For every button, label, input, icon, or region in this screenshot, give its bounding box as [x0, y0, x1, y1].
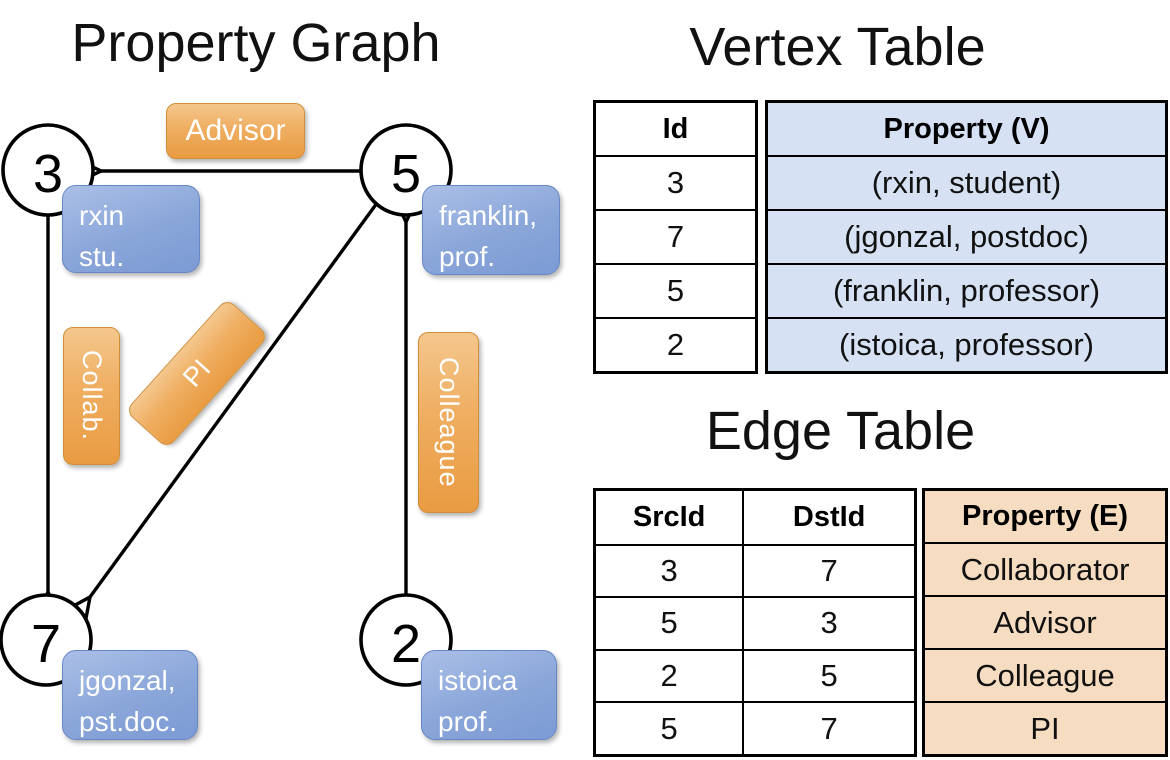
edge-label-pi-text: PI: [176, 353, 217, 393]
table-cell: 2: [596, 317, 755, 371]
vertex-table-title: Vertex Table: [689, 17, 986, 77]
vertex-table-header-property: Property (V): [883, 112, 1050, 145]
property-graph-title: Property Graph: [71, 13, 441, 73]
edge-5-to-7: [90, 201, 379, 597]
table-cell: (rxin, student): [768, 155, 1165, 209]
vertex-table-property-column: Property (V) (rxin, student) (jgonzal, p…: [765, 100, 1168, 374]
edge-table-header-dstid: DstId: [742, 491, 914, 544]
vertex-property-7-line1: jgonzal,: [79, 665, 176, 696]
table-cell: Colleague: [925, 648, 1165, 701]
edge-table-header-property: Property (E): [962, 500, 1128, 532]
vertex-table-header-id: Id: [662, 112, 689, 145]
table-cell: Advisor: [925, 595, 1165, 648]
table-cell: 3: [742, 596, 914, 649]
table-cell: 7: [596, 209, 755, 263]
table-cell: 5: [596, 596, 743, 649]
vertex-table-id-column: Id 3 7 5 2: [593, 100, 758, 374]
edge-label-colleague: Colleague: [418, 332, 479, 513]
edge-label-collab-text: Collab.: [77, 350, 107, 442]
edge-label-advisor: Advisor: [166, 103, 305, 159]
vertex-property-box-3: rxin stu.: [62, 185, 200, 273]
table-cell: PI: [925, 701, 1165, 754]
edge-table-title: Edge Table: [705, 401, 976, 461]
table-cell: Collaborator: [925, 542, 1165, 595]
vertex-property-2-line2: prof.: [438, 705, 495, 737]
edge-label-collab: Collab.: [63, 327, 120, 465]
node-label-2: 2: [390, 614, 422, 674]
vertex-property-box-5: franklin, prof.: [422, 185, 560, 275]
edge-label-colleague-text: Colleague: [434, 357, 464, 488]
table-cell: 5: [596, 701, 743, 754]
edge-label-advisor-text: Advisor: [185, 114, 286, 147]
edge-table-id-columns: SrcId DstId 3 7 5 3 2 5 5 7: [593, 488, 917, 757]
edge-table-header-srcid: SrcId: [632, 500, 706, 533]
table-cell: 5: [742, 648, 914, 702]
edge-table-property-column: Property (E) Collaborator Advisor Collea…: [922, 488, 1168, 757]
table-cell: 7: [742, 543, 914, 597]
vertex-property-5-line2: prof.: [439, 240, 496, 272]
table-cell: 5: [596, 263, 755, 317]
vertex-property-3-line2: stu.: [79, 240, 125, 272]
vertex-property-box-2: istoica prof.: [421, 650, 557, 740]
node-label-5: 5: [390, 144, 422, 204]
vertex-property-2-line1: istoica: [438, 665, 518, 696]
vertex-property-box-7: jgonzal, pst.doc.: [62, 650, 198, 740]
table-cell: 3: [596, 543, 743, 597]
table-cell: 7: [742, 701, 914, 754]
node-label-7: 7: [30, 614, 62, 674]
table-cell: 2: [596, 648, 743, 702]
table-cell: 3: [596, 155, 755, 209]
table-cell: (jgonzal, postdoc): [768, 209, 1165, 263]
table-cell: (franklin, professor): [768, 263, 1165, 317]
vertex-property-5-line1: franklin,: [439, 200, 538, 231]
vertex-property-3-line1: rxin: [79, 200, 125, 231]
vertex-property-7-line2: pst.doc.: [79, 705, 178, 737]
node-label-3: 3: [32, 144, 64, 204]
table-cell: (istoica, professor): [768, 317, 1165, 371]
